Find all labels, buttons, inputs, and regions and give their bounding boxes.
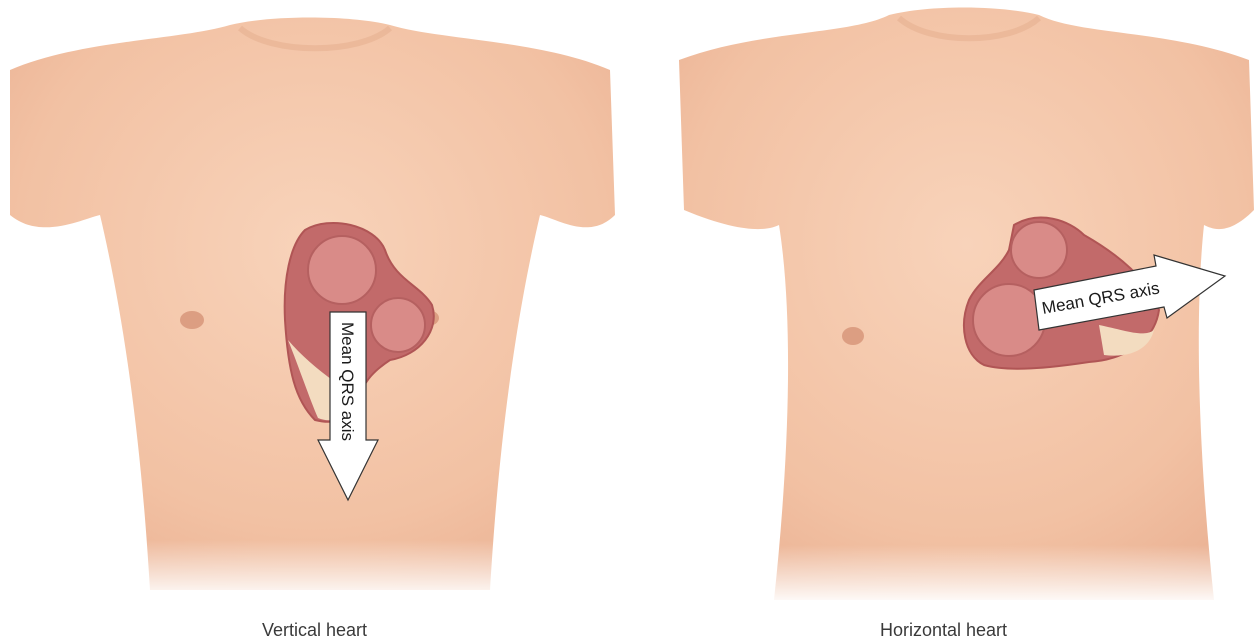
chamber-upper xyxy=(1011,222,1067,278)
caption-horizontal-heart: Horizontal heart xyxy=(629,620,1258,641)
panel-vertical-heart: Mean QRS axis Vertical heart xyxy=(0,0,629,644)
panel-horizontal-heart: Mean QRS axis Horizontal heart xyxy=(629,0,1258,644)
chamber-lower xyxy=(371,298,425,352)
arrow-label: Mean QRS axis xyxy=(338,322,357,441)
horizontal-torso-illustration: Mean QRS axis xyxy=(629,0,1258,644)
vertical-torso-illustration: Mean QRS axis xyxy=(0,0,629,644)
left-nipple xyxy=(842,327,864,345)
caption-vertical-heart: Vertical heart xyxy=(0,620,629,641)
left-nipple xyxy=(180,311,204,329)
chamber-upper xyxy=(308,236,376,304)
